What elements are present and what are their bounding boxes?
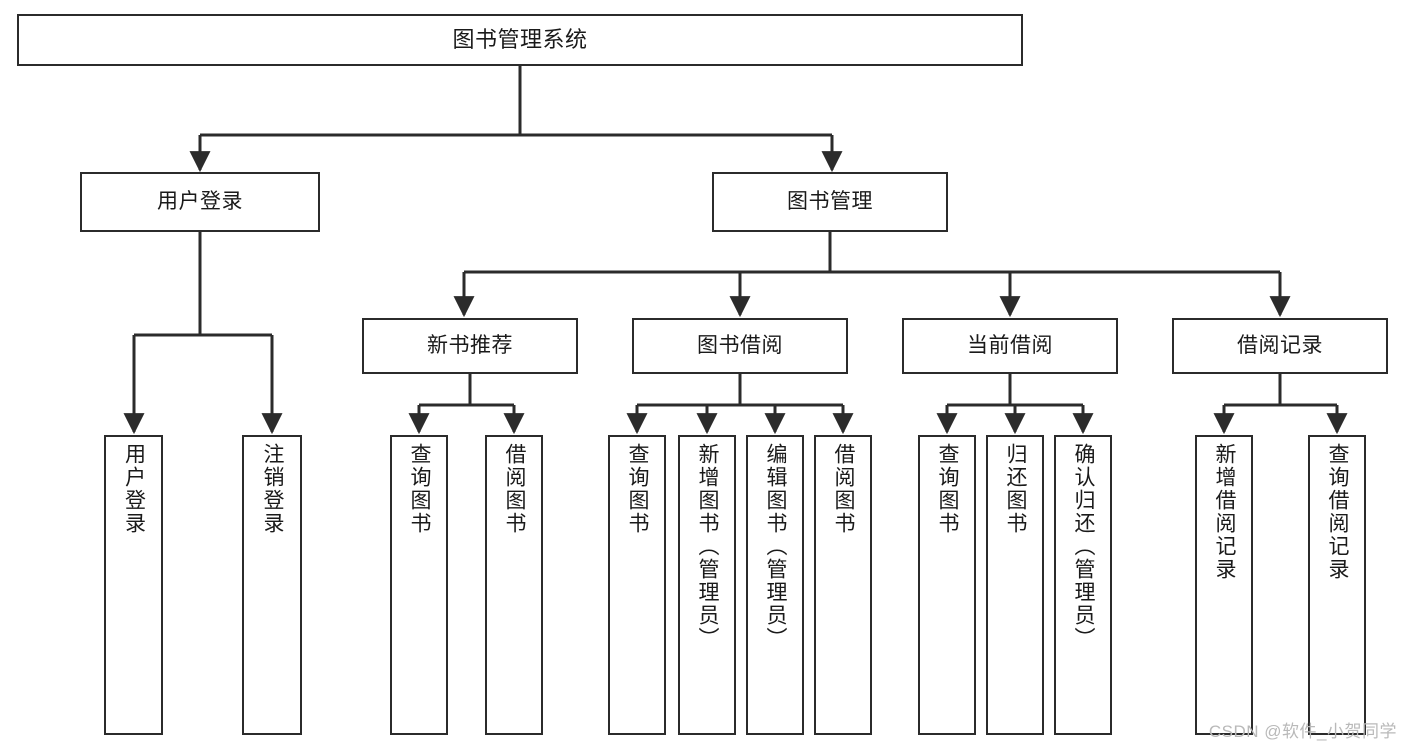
leaf-query-borrow-record[interactable]: 查询借阅记录	[1308, 435, 1366, 735]
watermark-text: CSDN @软件_小贺同学	[1208, 722, 1397, 741]
leaf-query-book-borrow[interactable]: 查询图书	[608, 435, 666, 735]
node-new-book-recommend-label: 新书推荐	[427, 334, 513, 358]
leaf-add-borrow-record[interactable]: 新增借阅记录	[1195, 435, 1253, 735]
leaf-add-borrow-record-label: 新增借阅记录	[1213, 443, 1237, 581]
leaf-query-book-current[interactable]: 查询图书	[918, 435, 976, 735]
leaf-add-book-admin-label: 新增图书（管理员）	[696, 443, 720, 650]
leaf-borrow-book-label: 借阅图书	[832, 443, 856, 535]
node-book-borrow-label: 图书借阅	[697, 334, 783, 358]
leaf-borrow-book[interactable]: 借阅图书	[814, 435, 872, 735]
leaf-edit-book-admin-label: 编辑图书（管理员）	[764, 443, 788, 650]
node-new-book-recommend[interactable]: 新书推荐	[362, 318, 578, 374]
leaf-query-book-current-label: 查询图书	[936, 443, 960, 535]
leaf-query-book-recommend[interactable]: 查询图书	[390, 435, 448, 735]
node-borrow-records[interactable]: 借阅记录	[1172, 318, 1388, 374]
leaf-confirm-return-admin[interactable]: 确认归还（管理员）	[1054, 435, 1112, 735]
node-root-label: 图书管理系统	[452, 26, 588, 52]
leaf-add-book-admin[interactable]: 新增图书（管理员）	[678, 435, 736, 735]
leaf-return-book[interactable]: 归还图书	[986, 435, 1044, 735]
node-root[interactable]: 图书管理系统	[17, 14, 1023, 66]
leaf-borrow-book-recommend[interactable]: 借阅图书	[485, 435, 543, 735]
node-current-borrow-label: 当前借阅	[967, 334, 1053, 358]
node-borrow-records-label: 借阅记录	[1237, 334, 1323, 358]
leaf-query-book-recommend-label: 查询图书	[408, 443, 432, 535]
leaf-return-book-label: 归还图书	[1004, 443, 1028, 535]
node-book-management-label: 图书管理	[787, 190, 873, 214]
node-current-borrow[interactable]: 当前借阅	[902, 318, 1118, 374]
leaf-query-book-borrow-label: 查询图书	[626, 443, 650, 535]
node-book-management[interactable]: 图书管理	[712, 172, 948, 232]
node-user-login-label: 用户登录	[157, 190, 243, 214]
node-book-borrow[interactable]: 图书借阅	[632, 318, 848, 374]
leaf-edit-book-admin[interactable]: 编辑图书（管理员）	[746, 435, 804, 735]
leaf-user-login-label: 用户登录	[122, 443, 146, 535]
leaf-logout-label: 注销登录	[261, 443, 285, 535]
leaf-confirm-return-admin-label: 确认归还（管理员）	[1072, 443, 1096, 650]
node-user-login[interactable]: 用户登录	[80, 172, 320, 232]
leaf-query-borrow-record-label: 查询借阅记录	[1326, 443, 1350, 581]
leaf-user-login[interactable]: 用户登录	[104, 435, 163, 735]
leaf-logout[interactable]: 注销登录	[242, 435, 302, 735]
leaf-borrow-book-recommend-label: 借阅图书	[503, 443, 527, 535]
